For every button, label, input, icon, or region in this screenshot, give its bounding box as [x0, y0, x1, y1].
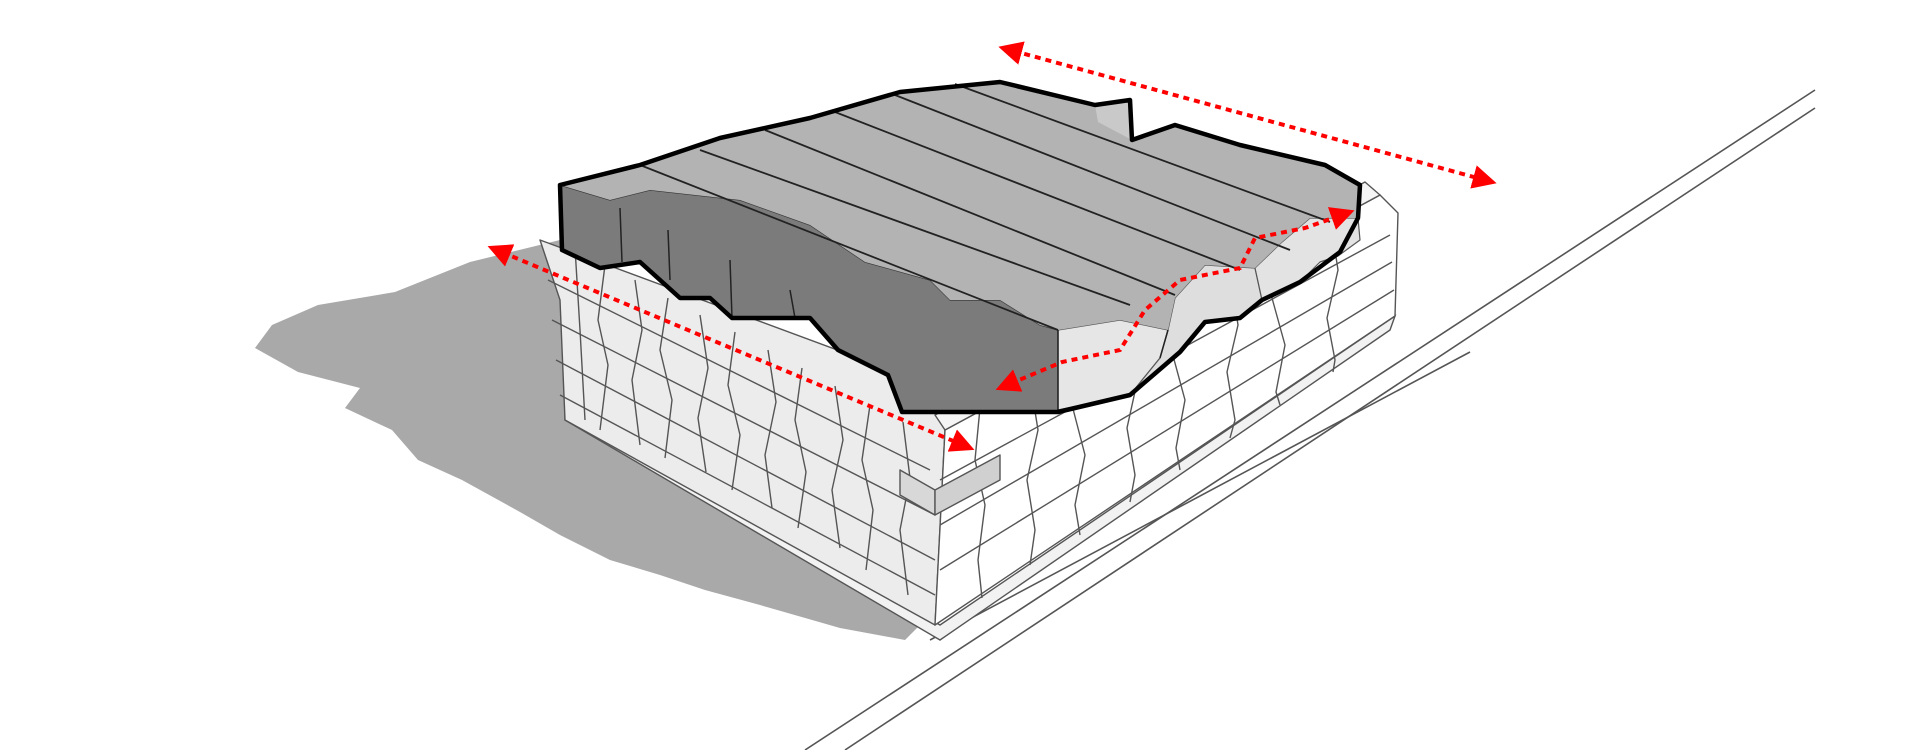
extension-arrow-top — [998, 41, 1497, 189]
extension-arrows — [487, 41, 1497, 452]
street-lines — [804, 89, 1816, 750]
extension-arrow-side — [487, 244, 975, 452]
